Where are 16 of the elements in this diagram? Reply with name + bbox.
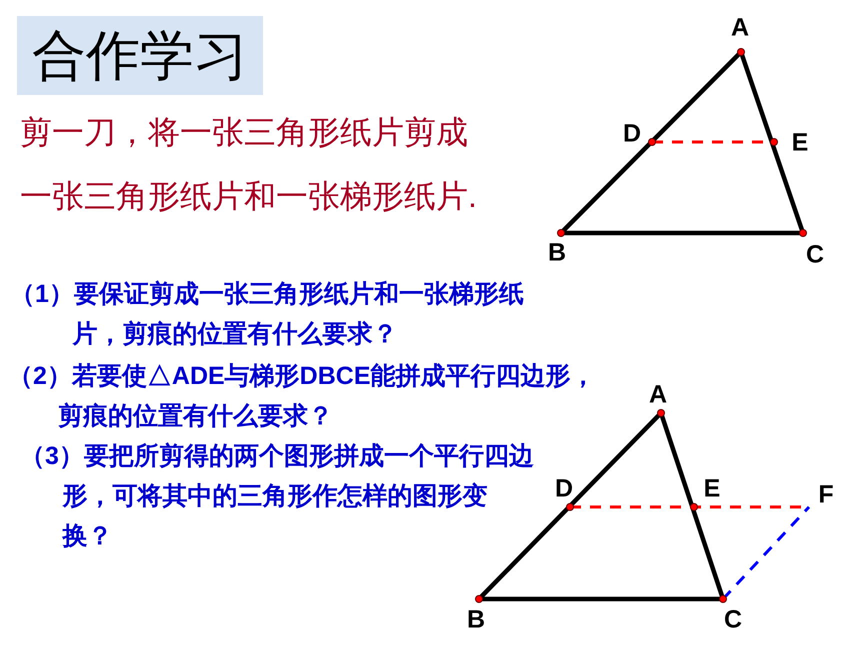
question-text: （1）要保证剪成一张三角形纸片和一张梯形纸片，剪痕的位置有什么要求？ <box>10 279 525 350</box>
point-label: E <box>792 130 808 156</box>
point-label: B <box>548 240 566 266</box>
point-label: F <box>818 482 834 508</box>
point-label: C <box>724 608 742 632</box>
point-label: A <box>730 16 750 40</box>
question-text: （3）要把所剪得的两个图形拼成一个平行四边形，可将其中的三角形作怎样的图形变换？ <box>20 441 535 552</box>
title-banner: 合作学习 <box>17 16 263 95</box>
point-label: A <box>648 382 668 408</box>
point-label: D <box>554 476 574 502</box>
point-label: C <box>806 242 824 268</box>
point-label: D <box>622 122 642 146</box>
point-label: B <box>466 608 486 632</box>
task-text: 剪一刀，将一张三角形纸片剪成一张三角形纸片和一张梯形纸片. <box>20 113 478 216</box>
question-text: （2）若要使△ADE与梯形DBCE能拼成平行四边形，剪痕的位置有什么要求？ <box>8 361 597 432</box>
point-label: E <box>704 476 720 502</box>
